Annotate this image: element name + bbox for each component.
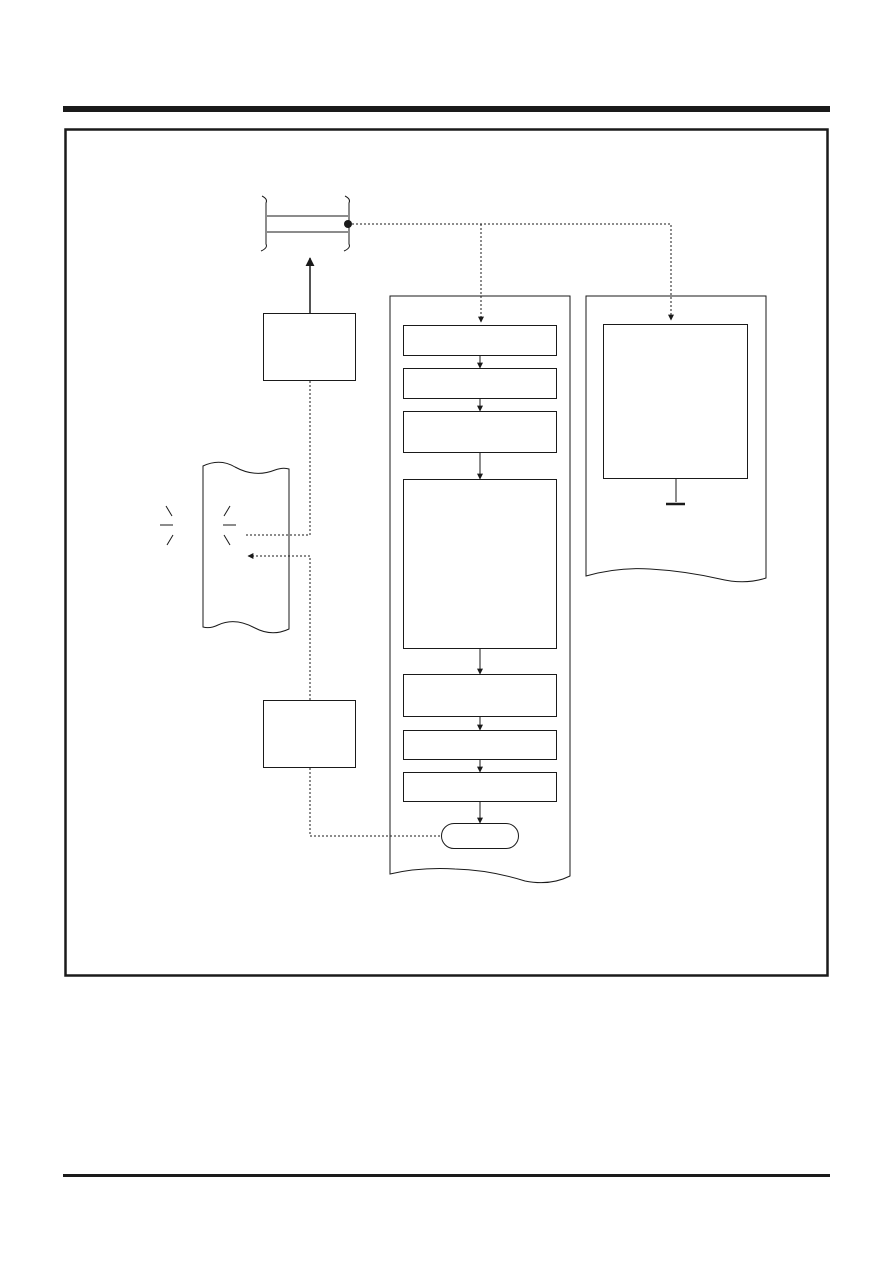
register-bit-dot (344, 220, 352, 228)
flow-step-3 (403, 411, 557, 453)
lower-box-to-led-line (247, 553, 311, 700)
flow-step-4 (403, 479, 557, 649)
flow-terminal (441, 823, 519, 849)
flow-step-7 (403, 772, 557, 802)
side-panel (585, 295, 767, 583)
led-glow-icon (160, 505, 236, 546)
upper-box (263, 313, 356, 381)
main-flow-panel (389, 295, 571, 884)
side-panel-block (603, 324, 748, 479)
footer-rule (63, 1174, 830, 1177)
led-to-upper-box-line (246, 381, 311, 536)
flow-step-2 (403, 368, 557, 399)
lower-box (263, 700, 356, 768)
flow-step-6 (403, 730, 557, 760)
led-panel (202, 461, 290, 634)
header-rule (63, 106, 830, 112)
flow-step-5 (403, 674, 557, 717)
register-to-panels-line (352, 223, 674, 321)
diagram-frame (64, 128, 829, 977)
flow-step-1 (403, 325, 557, 356)
register-element (260, 195, 350, 252)
lower-box-to-terminal-line (309, 768, 441, 837)
side-panel-stop-icon (666, 479, 685, 506)
